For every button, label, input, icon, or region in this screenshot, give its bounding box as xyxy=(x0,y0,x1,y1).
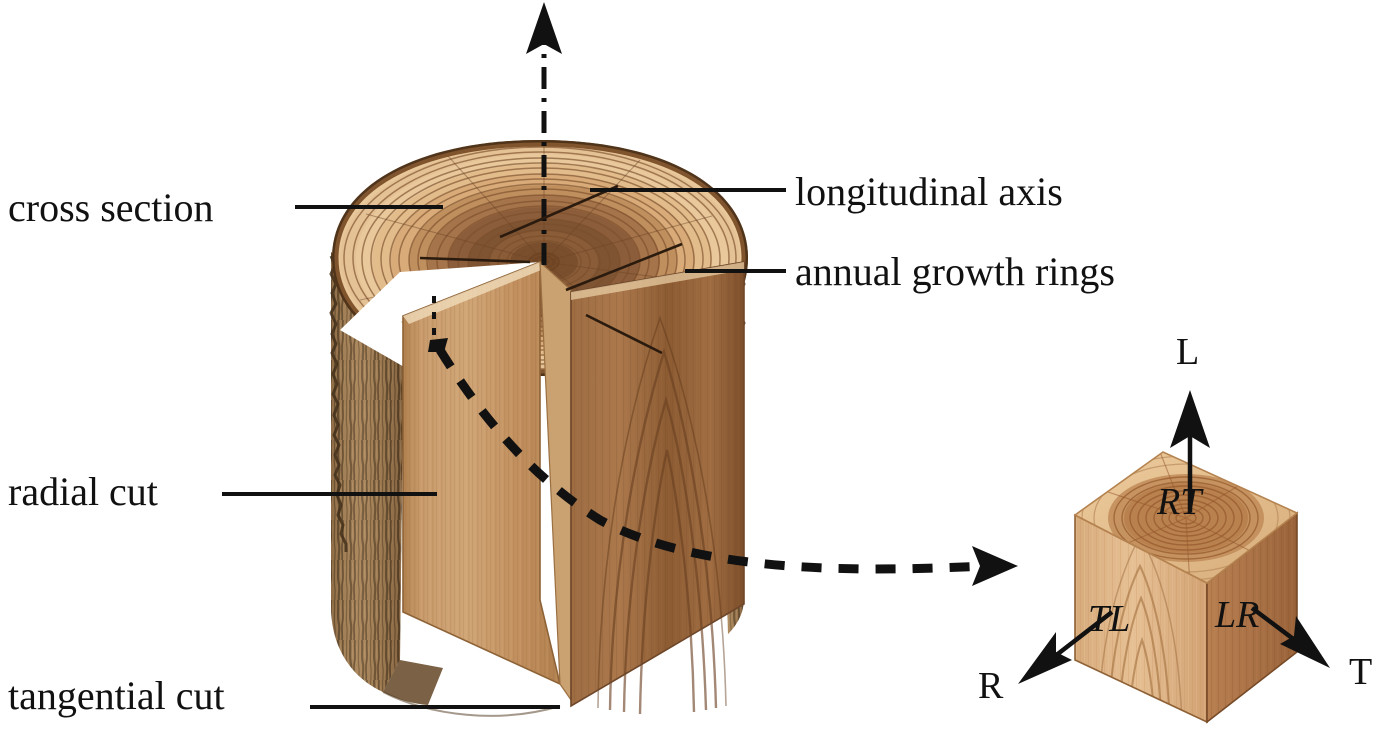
bark-surface xyxy=(329,252,443,705)
cube-axis-T-arrow xyxy=(1250,606,1330,668)
cube-axis-label-R: R xyxy=(978,665,1004,707)
callout-leaders xyxy=(222,188,786,709)
transfer-arrow xyxy=(428,296,1018,586)
callout-radial-cut: radial cut xyxy=(8,469,158,514)
cube-axis-label-T: T xyxy=(1349,651,1373,693)
cube-face-label-RT: RT xyxy=(1157,481,1202,523)
radial-cut-face xyxy=(402,260,562,686)
tangential-cut-face xyxy=(570,261,745,715)
cube-face-label-LR: LR xyxy=(1215,594,1260,636)
callout-annual-growth-rings: annual growth rings xyxy=(795,249,1115,294)
unit-cube-illustration xyxy=(1018,390,1330,724)
cube-face-label-TL: TL xyxy=(1088,598,1131,640)
callout-cross-section: cross section xyxy=(8,185,214,230)
cube-axis-L-arrow xyxy=(1170,390,1210,512)
cube-axis-label-L: L xyxy=(1176,331,1200,373)
log-illustration xyxy=(329,140,748,717)
ring-pointer-ticks xyxy=(419,184,683,355)
longitudinal-axis-arrow xyxy=(526,2,562,265)
callout-longitudinal-axis: longitudinal axis xyxy=(795,169,1063,214)
callout-tangential-cut: tangential cut xyxy=(8,673,225,718)
cube-axis-R-arrow xyxy=(1018,610,1114,684)
